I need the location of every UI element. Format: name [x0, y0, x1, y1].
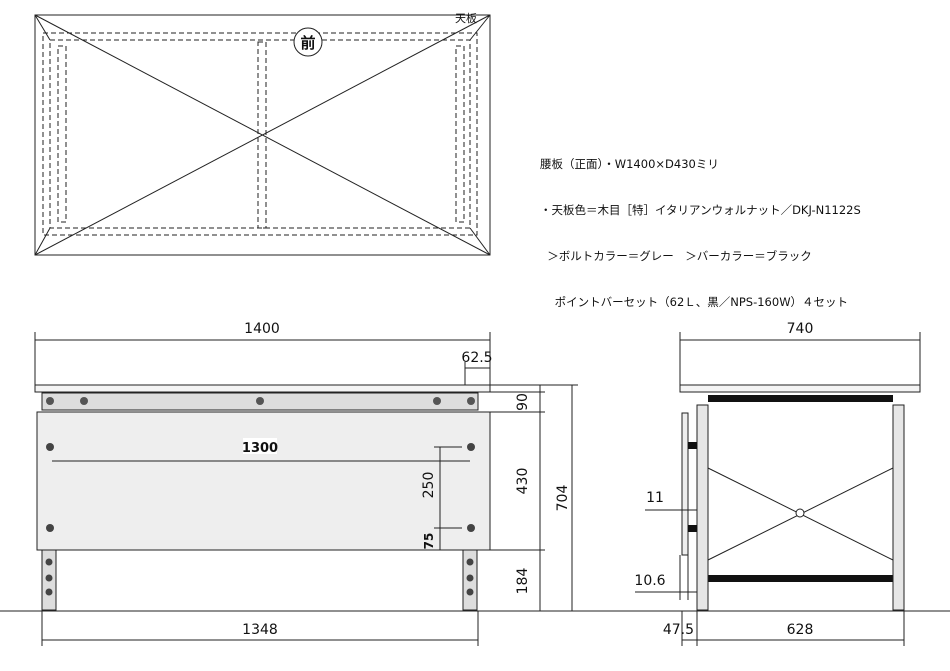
spec-line: ポイントバーセット（62Ｌ、黒／NPS-160W）４セット: [540, 295, 849, 309]
dim-hole-pitch: 250: [421, 472, 437, 499]
side-view: 740 11 10.6 47.5 628: [634, 321, 921, 646]
dim-rail-height: 90: [515, 393, 531, 411]
dim-overhang: 62.5: [461, 350, 492, 366]
modesty-panel: [36, 411, 491, 551]
rail-bolts: [46, 397, 475, 405]
diagonal: [34, 14, 491, 256]
spec-line: 腰板（正面）・W1400×D430ミリ: [540, 157, 719, 171]
side-tabletop: [679, 384, 921, 393]
side-panel: [681, 412, 689, 556]
upper-bar: [708, 395, 893, 402]
side-leg-back: [892, 404, 905, 611]
lower-bar: [708, 575, 893, 582]
dim-depth: 740: [787, 321, 814, 337]
spec-notes: 腰板（正面）・W1400×D430ミリ ・天板色＝木目［特］イタリアンウォルナッ…: [540, 127, 861, 325]
front-view: 1400 62.5 1300 250 75 90 430 184 704 134…: [0, 321, 950, 646]
top-view: 前 天板: [34, 11, 491, 256]
side-leg-front: [696, 404, 709, 611]
spec-line: ・天板色＝木目［特］イタリアンウォルナット／DKJ-N1122S: [540, 203, 861, 217]
dim-hole-offset: 75: [422, 533, 436, 550]
front-mark: 前: [300, 34, 315, 52]
dim-leg-span: 1348: [242, 622, 278, 638]
dim-gap-10-6: 10.6: [634, 573, 665, 589]
spec-line: ＞ボルトカラー＝グレー ＞バーカラー＝ブラック: [540, 249, 812, 263]
cross-joint: [795, 508, 805, 518]
center-bar-dashed: [257, 41, 267, 229]
tabletop-outline: [34, 14, 491, 256]
dim-offset: 47.5: [663, 622, 694, 638]
dim-side-leg-span: 628: [787, 622, 814, 638]
front-mark-circle: [293, 27, 323, 57]
panel-bolts: [46, 443, 475, 532]
dim-panel-height: 430: [515, 468, 531, 495]
tabletop: [34, 384, 491, 393]
frame-dashed-outer: [42, 32, 478, 236]
dim-gap-11: 11: [646, 490, 664, 506]
dim-leg-clearance: 184: [515, 568, 531, 595]
dim-width: 1400: [244, 321, 280, 337]
tabletop-label: 天板: [455, 11, 477, 25]
dim-hole-span: 1300: [242, 441, 278, 456]
dim-total-height: 704: [555, 485, 571, 512]
